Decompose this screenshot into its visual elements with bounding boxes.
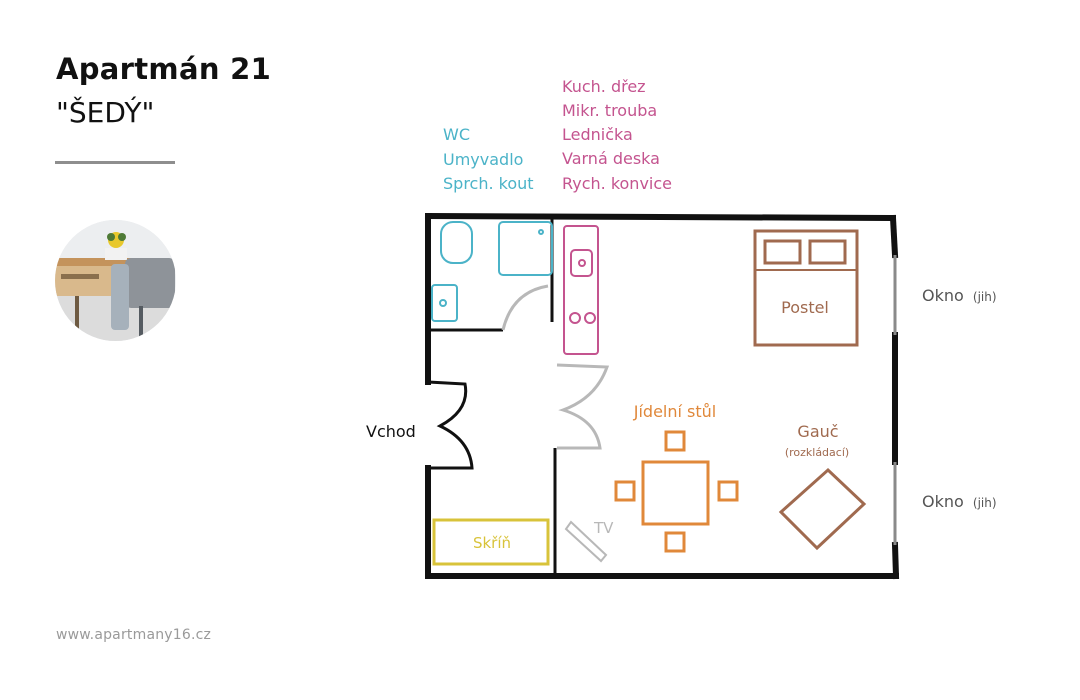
- bathroom-fixtures: [431, 221, 553, 322]
- chair-top: [664, 430, 686, 452]
- window-label-1: Okno (jih): [922, 286, 997, 305]
- legend-hob: Varná deska: [562, 149, 660, 168]
- page-title: Apartmán 21: [56, 52, 272, 86]
- window-label-2: Okno (jih): [922, 492, 997, 511]
- bed: [753, 229, 859, 347]
- sofa-label: Gauč: [797, 422, 838, 441]
- legend-kettle: Rych. konvice: [562, 174, 672, 193]
- svg-text:Okno (jih): Okno (jih): [922, 286, 997, 305]
- sofa-note: (rozkládací): [785, 446, 849, 459]
- window-1-label: Okno: [922, 286, 964, 305]
- legend-shower: Sprch. kout: [443, 174, 534, 193]
- svg-text:Okno (jih): Okno (jih): [922, 492, 997, 511]
- entrance-label: Vchod: [366, 422, 416, 441]
- bathroom-legend: WC Umyvadlo Sprch. kout: [443, 125, 534, 193]
- window-2-note: (jih): [973, 496, 997, 510]
- wardrobe-label: Skříň: [473, 534, 511, 552]
- chair-bottom: [664, 531, 686, 553]
- shower: [498, 221, 553, 276]
- legend-wc: WC: [443, 125, 470, 144]
- legend-microwave: Mikr. trouba: [562, 101, 657, 120]
- legend-washbasin: Umyvadlo: [443, 150, 523, 169]
- wardrobe: [432, 518, 550, 566]
- washbasin: [431, 284, 458, 322]
- doors: [501, 284, 610, 450]
- bed-label: Postel: [781, 298, 829, 317]
- inner-walls: [426, 216, 557, 576]
- website-url: www.apartmany16.cz: [56, 627, 212, 643]
- title-divider: [55, 161, 175, 164]
- dining-table: [614, 430, 739, 553]
- kitchen-unit: [563, 225, 599, 355]
- window-2-label: Okno: [922, 492, 964, 511]
- kitchen-legend: Kuch. dřez Mikr. trouba Lednička Varná d…: [562, 77, 672, 193]
- chair-left: [614, 480, 636, 502]
- legend-fridge: Lednička: [562, 125, 633, 144]
- toilet: [440, 221, 473, 264]
- room-door: [556, 363, 610, 450]
- tv-label: TV: [593, 519, 614, 537]
- chair-right: [717, 480, 739, 502]
- bathroom-door: [501, 284, 549, 331]
- tv: [564, 520, 608, 563]
- dining-table-label: Jídelní stůl: [633, 402, 716, 421]
- legend-sink: Kuch. dřez: [562, 77, 646, 96]
- page-subtitle: "ŠEDÝ": [56, 96, 155, 129]
- apartment-photo: [55, 220, 176, 341]
- entrance-door: [427, 380, 474, 470]
- window-1-note: (jih): [973, 290, 997, 304]
- sofa: [778, 467, 867, 551]
